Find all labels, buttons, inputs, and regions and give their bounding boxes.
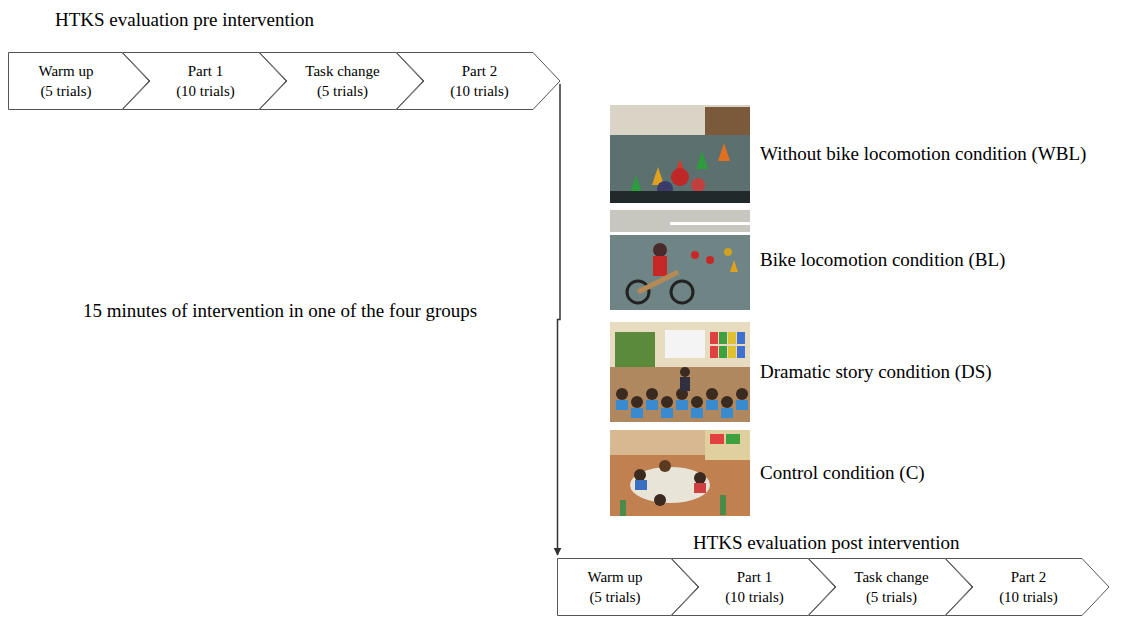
step-name: Task change <box>305 61 379 81</box>
phase-heading: HTKS evaluation post intervention <box>693 532 959 554</box>
trial-count: (10 trials) <box>450 81 509 101</box>
chevron-outline <box>671 558 836 616</box>
condition-photo: Dramatic story condition (DS) <box>610 322 750 422</box>
intervention-note: 15 minutes of intervention in one of the… <box>83 300 477 322</box>
trial-count: (5 trials) <box>589 587 640 607</box>
condition-photo: Without bike locomotion condition (WBL) <box>610 105 750 203</box>
process-chevron: Task change(5 trials) <box>808 558 973 616</box>
trial-count: (10 trials) <box>176 81 235 101</box>
trial-count: (5 trials) <box>866 587 917 607</box>
process-chevron: Warm up(5 trials) <box>8 52 150 110</box>
condition-photo: Bike locomotion condition (BL) <box>610 210 750 310</box>
step-name: Part 1 <box>188 61 223 81</box>
step-name: Part 1 <box>737 567 772 587</box>
chevron-outline <box>945 558 1110 616</box>
photo-illustration <box>610 430 750 516</box>
chevron-text-box: Warm up(5 trials) <box>559 558 671 616</box>
process-chevron: Part 1(10 trials) <box>122 52 287 110</box>
trial-count: (5 trials) <box>317 81 368 101</box>
photo-illustration <box>610 322 750 422</box>
condition-label: Without bike locomotion condition (WBL) <box>760 143 1086 165</box>
chevron-outline <box>122 52 287 110</box>
step-name: Task change <box>854 567 928 587</box>
flow-arrow <box>558 84 561 555</box>
chevron-text-box: Part 1(10 trials) <box>152 52 259 110</box>
chevron-outline <box>396 52 561 110</box>
process-chevron: Part 2(10 trials) <box>396 52 561 110</box>
chevron-text-box: Task change(5 trials) <box>838 558 945 616</box>
chevron-outline <box>808 558 973 616</box>
photo-illustration <box>610 210 750 310</box>
step-name: Warm up <box>587 567 642 587</box>
chevron-outline <box>557 558 699 616</box>
phase-heading: HTKS evaluation pre intervention <box>55 9 314 31</box>
chevron-text-box: Warm up(5 trials) <box>10 52 122 110</box>
trial-count: (5 trials) <box>40 81 91 101</box>
step-name: Part 2 <box>462 61 497 81</box>
chevron-text-box: Task change(5 trials) <box>289 52 396 110</box>
chevron-text-box: Part 2(10 trials) <box>426 52 533 110</box>
chevron-text-box: Part 1(10 trials) <box>701 558 808 616</box>
process-chevron: Part 1(10 trials) <box>671 558 836 616</box>
chevron-text-box: Part 2(10 trials) <box>975 558 1082 616</box>
chevron-outline <box>259 52 424 110</box>
process-chevron: Part 2(10 trials) <box>945 558 1110 616</box>
condition-photo: Control condition (C) <box>610 430 750 516</box>
condition-label: Dramatic story condition (DS) <box>760 361 992 383</box>
process-chevron: Warm up(5 trials) <box>557 558 699 616</box>
process-chevron: Task change(5 trials) <box>259 52 424 110</box>
condition-label: Control condition (C) <box>760 462 925 484</box>
step-name: Part 2 <box>1011 567 1046 587</box>
trial-count: (10 trials) <box>999 587 1058 607</box>
chevron-outline <box>8 52 150 110</box>
trial-count: (10 trials) <box>725 587 784 607</box>
step-name: Warm up <box>38 61 93 81</box>
photo-illustration <box>610 105 750 203</box>
condition-label: Bike locomotion condition (BL) <box>760 249 1005 271</box>
